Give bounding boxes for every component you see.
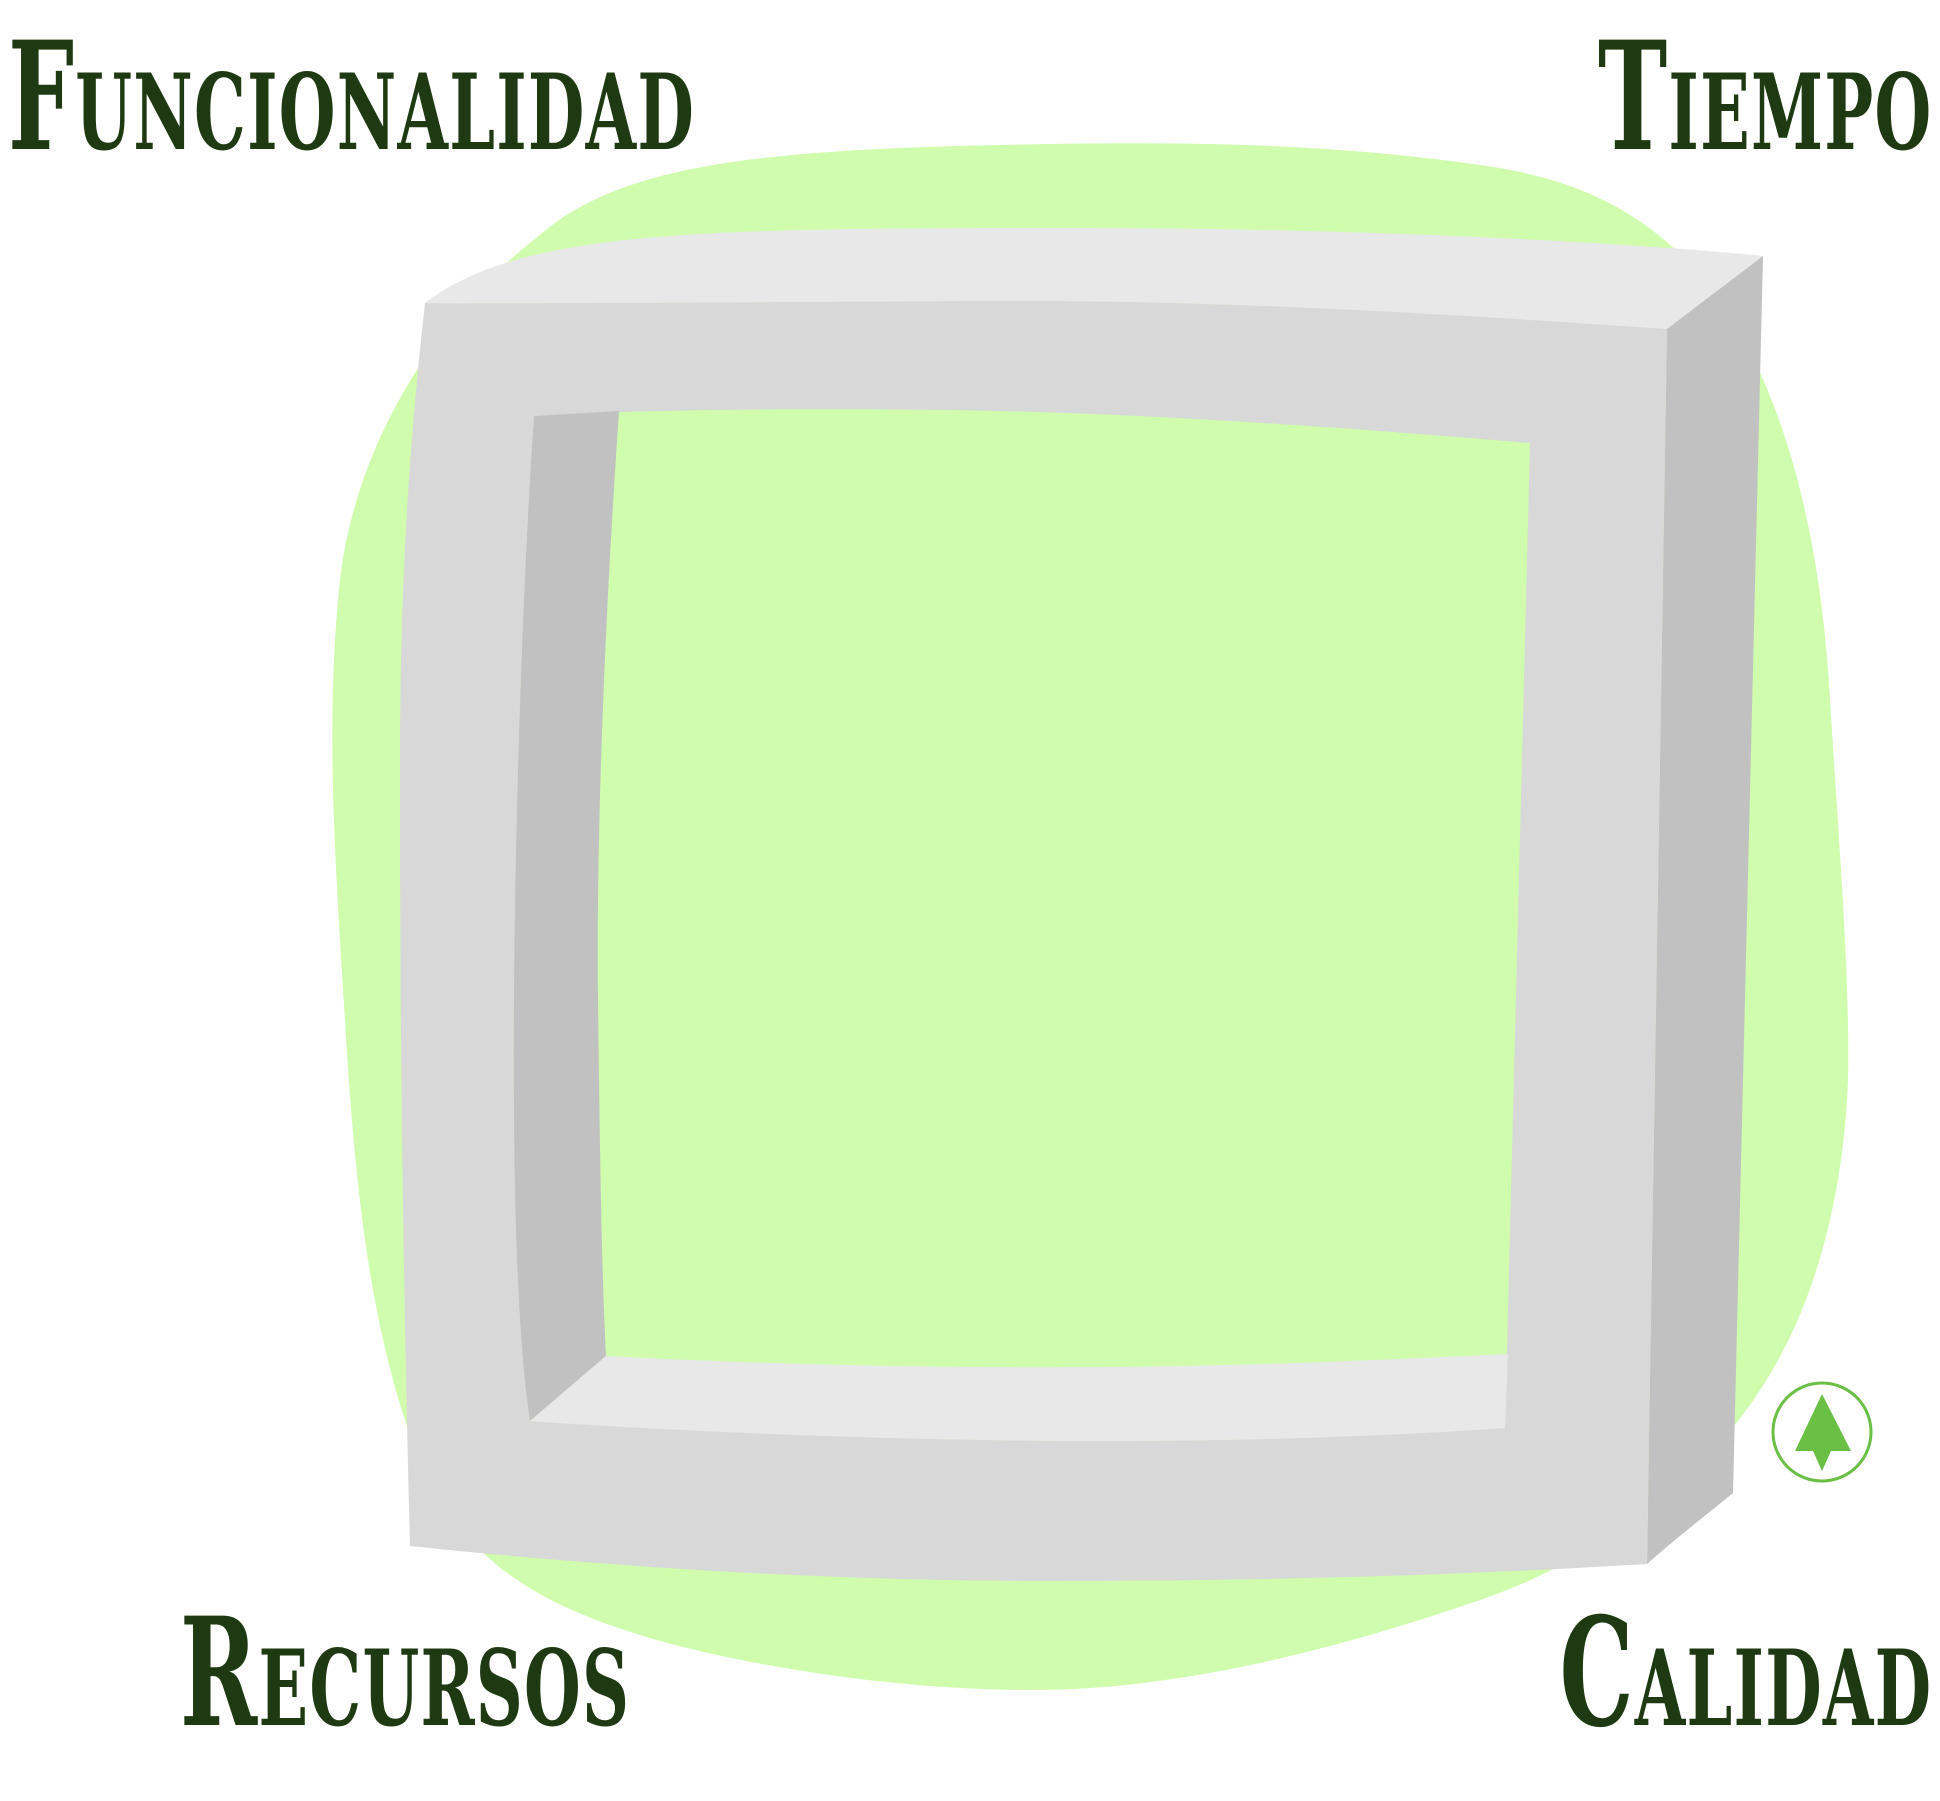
label-calidad: Calidad (1559, 1585, 1932, 1761)
frame-inner-bottom-face (530, 1354, 1508, 1441)
up-arrow-circle-icon (1771, 1381, 1873, 1483)
background-blob (332, 143, 1849, 1691)
label-funcionalidad: Funcionalidad (8, 9, 696, 185)
square-frame-icon (400, 228, 1763, 1581)
frame-front-face (400, 300, 1667, 1581)
frame-top-face (425, 228, 1763, 329)
label-recursos: Recursos (180, 1585, 631, 1761)
frame-inner-left-face (513, 411, 619, 1421)
frame-right-face (1647, 256, 1763, 1564)
label-tiempo: Tiempo (1597, 9, 1932, 185)
